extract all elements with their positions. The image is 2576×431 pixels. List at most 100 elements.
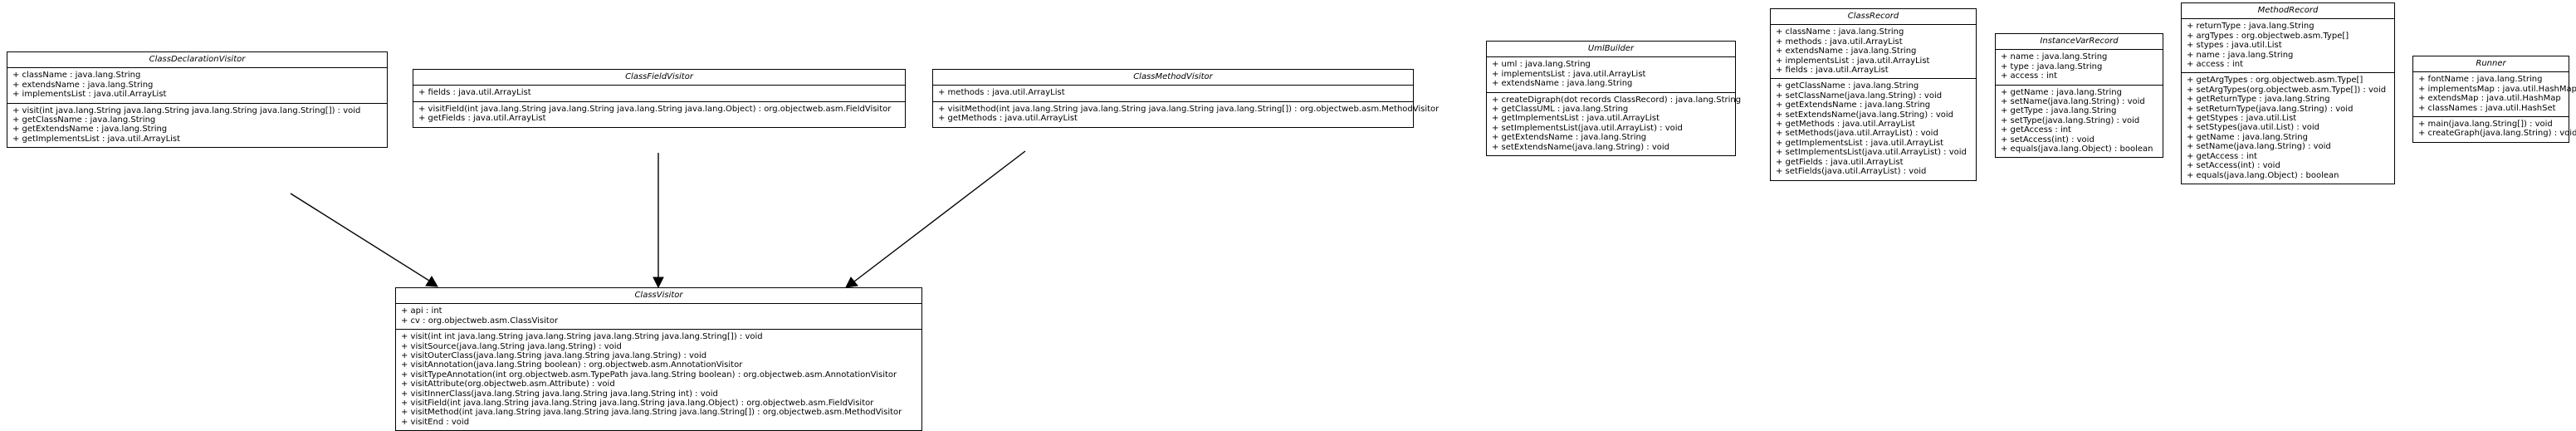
field-entry: + uml : java.lang.String — [1492, 60, 1591, 70]
method-entry: + setReturnType(java.lang.String) : void — [2187, 104, 2354, 114]
method-entry: + getMethods : java.util.ArrayList — [938, 114, 1078, 124]
method-entry: + getClassName : java.lang.String — [1776, 81, 1919, 91]
method-entry: + setExtendsName(java.lang.String) : voi… — [1776, 110, 1953, 120]
arrow-declaration-to-visitor — [290, 193, 430, 282]
methods-section: + visitMethod(int java.lang.String java.… — [933, 102, 1440, 127]
method-entry: + createDigraph(dot records ClassRecord)… — [1492, 95, 1742, 105]
field-entry: + extendsMap : java.util.HashMap — [2418, 94, 2561, 104]
arrowhead-declaration — [425, 276, 438, 287]
fields-section: + api : int+ cv : org.objectweb.asm.Clas… — [396, 304, 921, 331]
class-box-class-record: ClassRecord+ className : java.lang.Strin… — [1770, 8, 1977, 181]
method-entry: + setName(java.lang.String) : void — [2001, 97, 2145, 107]
method-entry: + getImplementsList : java.util.ArrayLis… — [12, 134, 181, 144]
field-entry: + access : int — [2187, 60, 2244, 70]
class-name: Runner — [2413, 56, 2569, 73]
method-entry: + getMethods : java.util.ArrayList — [1776, 120, 1915, 130]
method-entry: + visit(int int java.lang.String java.la… — [401, 332, 763, 342]
fields-section: + uml : java.lang.String+ implementsList… — [1487, 57, 1735, 93]
method-entry: + visit(int java.lang.String java.lang.S… — [12, 105, 361, 115]
method-entry: + setMethods(java.util.ArrayList) : void — [1776, 129, 1938, 139]
method-entry: + setImplementsList(java.util.ArrayList)… — [1492, 123, 1683, 133]
method-entry: + visitField(int java.lang.String java.l… — [418, 104, 892, 114]
method-entry: + setName(java.lang.String) : void — [2187, 142, 2331, 152]
field-entry: + api : int — [401, 306, 442, 316]
method-entry: + getExtendsName : java.lang.String — [1492, 133, 1647, 143]
field-entry: + className : java.lang.String — [12, 71, 141, 81]
class-box-class-method-visitor: ClassMethodVisitor+ methods : java.util.… — [932, 69, 1440, 128]
method-entry: + visitSource(java.lang.String java.lang… — [401, 341, 622, 351]
class-box-instance-var-record: InstanceVarRecord+ name : java.lang.Stri… — [1995, 33, 2163, 159]
field-entry: + extendsName : java.lang.String — [1492, 79, 1633, 89]
arrowhead-method — [845, 277, 858, 288]
field-entry: + className : java.lang.String — [1776, 27, 1904, 37]
fields-section: + fontName : java.lang.String+ implement… — [2413, 72, 2576, 118]
class-box-class-field-visitor: ClassFieldVisitor+ fields : java.util.Ar… — [413, 69, 906, 128]
method-entry: + setExtendsName(java.lang.String) : voi… — [1492, 142, 1669, 152]
method-entry: + getClassUML : java.lang.String — [1492, 105, 1629, 115]
method-entry: + getType : java.lang.String — [2001, 106, 2117, 116]
class-name: UmlBuilder — [1487, 42, 1735, 58]
field-entry: + fields : java.util.ArrayList — [1776, 66, 1889, 76]
field-entry: + extendsName : java.lang.String — [1776, 47, 1917, 56]
method-entry: + getName : java.lang.String — [2187, 132, 2308, 142]
methods-section: + createDigraph(dot records ClassRecord)… — [1487, 93, 1742, 155]
method-entry: + equals(java.lang.Object) : boolean — [2001, 144, 2153, 154]
class-box-class-declaration-visitor: ClassDeclarationVisitor+ className : jav… — [7, 51, 388, 149]
class-box-method-record: MethodRecord + returnType : java.lang.Str… — [2181, 2, 2395, 184]
method-entry: + setClassName(java.lang.String) : void — [1776, 91, 1943, 100]
field-entry: + returnType : java.lang.String — [2187, 22, 2314, 32]
field-entry: + methods : java.util.ArrayList — [938, 88, 1065, 98]
methods-section: + visit(int java.lang.String java.lang.S… — [7, 104, 387, 148]
methods-section: + visit(int int java.lang.String java.la… — [396, 330, 921, 430]
arrowhead-field — [653, 277, 664, 289]
field-entry: + methods : java.util.ArrayList — [1776, 37, 1903, 47]
fields-section: + className : java.lang.String+ extendsN… — [7, 68, 387, 104]
method-entry: + visitAnnotation(java.lang.String boole… — [401, 360, 743, 370]
method-entry: + setAccess(int) : void — [2187, 161, 2280, 171]
method-entry: + createGraph(java.lang.String) : void — [2418, 129, 2576, 139]
class-name: ClassFieldVisitor — [413, 70, 905, 86]
method-entry: + equals(java.lang.Object) : boolean — [2187, 170, 2339, 180]
method-entry: + main(java.lang.String[]) : void — [2418, 120, 2553, 130]
class-name: MethodRecord — [2182, 3, 2394, 20]
method-entry: + visitTypeAnnotation(int org.objectweb.… — [401, 370, 897, 380]
class-box-class-visitor: ClassVisitor+ api : int+ cv : org.object… — [395, 287, 922, 431]
methods-section: + getName : java.lang.String+ setName(ja… — [1996, 86, 2163, 158]
method-entry: + setArgTypes(org.objectweb.asm.Type[]) … — [2187, 85, 2387, 95]
method-entry: + visitOuterClass(java.lang.String java.… — [401, 351, 707, 361]
method-entry: + setType(java.lang.String) : void — [2001, 115, 2140, 125]
method-entry: + getExtendsName : java.lang.String — [1776, 100, 1931, 110]
method-entry: + visitEnd : void — [401, 417, 470, 427]
fields-section: + name : java.lang.String+ type : java.l… — [1996, 50, 2163, 86]
method-entry: + getArgTypes : org.objectweb.asm.Type[] — [2187, 76, 2363, 86]
fields-section: + methods : java.util.ArrayList — [933, 86, 1413, 102]
field-entry: + cv : org.objectweb.asm.ClassVisitor — [401, 316, 559, 326]
method-entry: + getReturnType : java.lang.String — [2187, 95, 2330, 105]
method-entry: + visitInnerClass(java.lang.String java.… — [401, 389, 718, 399]
method-entry: + setAccess(int) : void — [2001, 135, 2095, 144]
method-entry: + visitAttribute(org.objectweb.asm.Attri… — [401, 380, 615, 389]
field-entry: + classNames : java.util.HashSet — [2418, 103, 2556, 113]
method-entry: + visitMethod(int java.lang.String java.… — [938, 104, 1440, 114]
method-entry: + getExtendsName : java.lang.String — [12, 125, 168, 135]
method-entry: + visitField(int java.lang.String java.l… — [401, 399, 874, 409]
field-entry: + name : java.lang.String — [2187, 50, 2294, 60]
field-entry: + name : java.lang.String — [2001, 52, 2108, 62]
field-entry: + implementsList : java.util.ArrayList — [12, 90, 167, 100]
inheritance-arrows — [290, 150, 1026, 289]
method-entry: + getImplementsList : java.util.ArrayLis… — [1776, 138, 1944, 148]
field-entry: + implementsMap : java.util.HashMap — [2418, 84, 2576, 94]
method-entry: + getClassName : java.lang.String — [12, 115, 156, 125]
method-entry: + getImplementsList : java.util.ArrayLis… — [1492, 114, 1660, 124]
method-entry: + getFields : java.util.ArrayList — [1776, 157, 1904, 167]
field-entry: + extendsName : java.lang.String — [12, 80, 154, 90]
method-entry: + getName : java.lang.String — [2001, 87, 2122, 97]
class-name: ClassDeclarationVisitor — [7, 52, 387, 69]
methods-section: + getArgTypes : org.objectweb.asm.Type[]… — [2182, 73, 2394, 183]
class-name: ClassRecord — [1771, 9, 1976, 26]
arrow-method-to-visitor — [853, 150, 1026, 282]
fields-section: + fields : java.util.ArrayList — [413, 86, 905, 102]
methods-section: + visitField(int java.lang.String java.l… — [413, 102, 905, 127]
method-entry: + setStypes(java.util.List) : void — [2187, 123, 2320, 133]
method-entry: + visitMethod(int java.lang.String java.… — [401, 408, 902, 418]
